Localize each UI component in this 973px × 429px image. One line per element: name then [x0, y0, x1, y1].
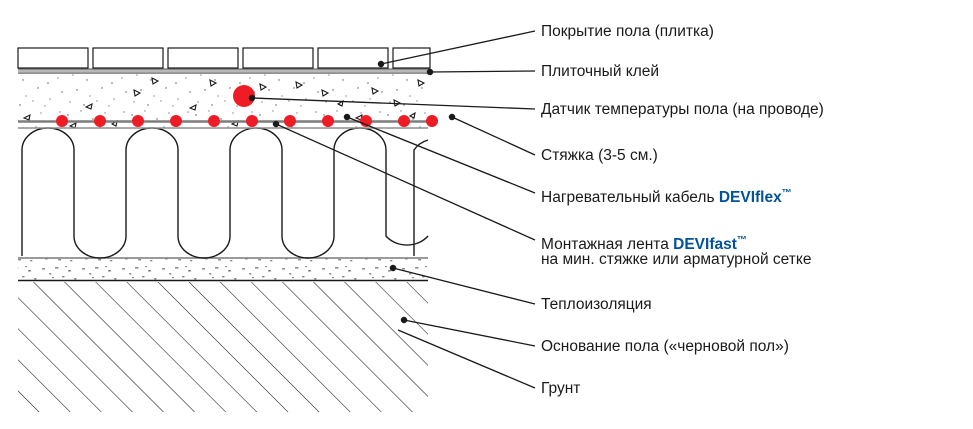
label-tile-adhesive: Плиточный клей	[541, 63, 660, 80]
label-mounting-tape-sub: на мин. стяжке или арматурной сетке	[541, 251, 812, 268]
heating-cable-serpentine	[21, 127, 429, 259]
label-floor-covering: Покрытие пола (плитка)	[541, 23, 714, 40]
label-heating-cable: Нагревательный кабель DEVIflex™	[541, 184, 792, 207]
label-screed: Стяжка (3-5 см.)	[541, 147, 658, 164]
layer-ground	[18, 282, 428, 412]
leader-lines	[248, 30, 536, 389]
label-floor-base: Основание пола («черновой пол»)	[541, 338, 789, 355]
brand-devifast: DEVIfast™	[673, 235, 747, 254]
brand-deviflex: DEVIflex™	[718, 188, 792, 207]
label-floor-temperature-sensor: Датчик температуры пола (на проводе)	[541, 101, 824, 118]
layer-screed	[18, 74, 428, 129]
label-thermal-insulation: Теплоизоляция	[541, 296, 652, 313]
floor-temperature-sensor-dot	[233, 85, 255, 107]
label-mounting-tape: Монтажная лента DEVIfast™	[541, 231, 747, 254]
label-mounting-tape-text: Монтажная лента	[541, 236, 674, 254]
label-heating-cable-text: Нагревательный кабель	[541, 189, 719, 207]
cable-cross-sections	[56, 115, 438, 127]
layer-tile-adhesive	[18, 68, 430, 74]
layer-thermal-insulation	[18, 257, 428, 282]
layer-floor-tiles	[17, 47, 431, 69]
label-ground: Грунт	[541, 380, 581, 397]
